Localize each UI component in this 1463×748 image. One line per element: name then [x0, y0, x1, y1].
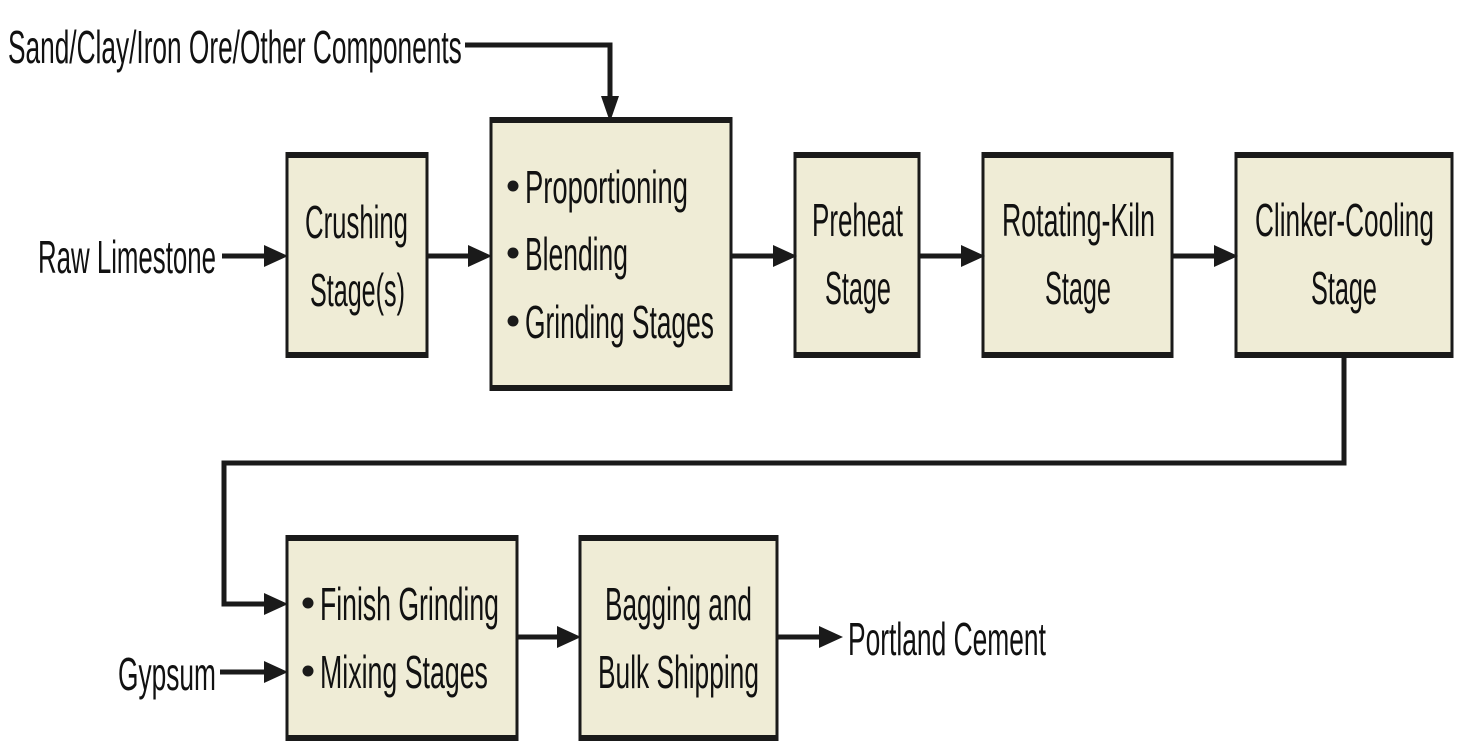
stage-rotating-kiln: Rotating-Kiln Stage — [1002, 194, 1155, 313]
stage-label: Grinding Stages — [525, 296, 714, 348]
stage-label: Preheat — [812, 194, 903, 246]
arrowhead — [961, 245, 985, 267]
arrowhead — [468, 245, 492, 267]
stage-finish-grinding-mixing: Finish Grinding Mixing Stages — [302, 578, 499, 698]
stage-preheat: Preheat Stage — [812, 194, 903, 314]
stage-boxes — [285, 117, 1454, 741]
box-border — [285, 735, 519, 741]
box-border — [1234, 152, 1454, 158]
stage-label: Stage — [1045, 262, 1111, 314]
stage-label: Rotating-Kiln — [1002, 194, 1155, 245]
stage-label: Proportioning — [525, 163, 688, 214]
box-border — [489, 117, 733, 123]
stage-clinker-cooling: Clinker-Cooling Stage — [1255, 194, 1434, 314]
arrowhead — [264, 593, 288, 615]
box-crushing — [285, 153, 429, 357]
box-border — [489, 385, 733, 391]
arrowhead — [601, 96, 619, 122]
bullet — [507, 247, 519, 259]
connectors — [220, 42, 1347, 683]
stage-proportioning-blending-grinding: Proportioning Blending Grinding Stages — [507, 163, 714, 348]
connector-additives — [465, 42, 613, 100]
stage-label: Finish Grinding — [320, 578, 499, 629]
stage-label: Bulk Shipping — [598, 646, 759, 698]
bullet — [302, 665, 314, 677]
box-finish — [285, 536, 519, 740]
box-preheat — [793, 153, 921, 357]
arrowhead — [1214, 245, 1238, 267]
arrowhead — [819, 626, 843, 648]
arrowhead — [264, 245, 288, 267]
box-border — [793, 352, 921, 358]
stage-label: Bagging and — [605, 578, 752, 630]
output-portland-cement: Portland Cement — [848, 613, 1046, 665]
stage-label: Stage — [825, 262, 891, 314]
bullet — [302, 597, 314, 609]
stage-label: Clinker-Cooling — [1255, 194, 1434, 246]
box-border — [981, 152, 1174, 158]
stage-label: Mixing Stages — [320, 646, 488, 697]
box-prep — [489, 118, 733, 390]
box-border — [981, 352, 1174, 358]
stage-crushing: Crushing Stage(s) — [305, 196, 408, 316]
input-additives: Sand/Clay/Iron Ore/Other Components — [8, 21, 462, 73]
stage-label: Stage(s) — [310, 264, 405, 316]
arrowhead — [773, 245, 797, 267]
box-border — [285, 352, 429, 358]
box-border — [285, 152, 429, 158]
input-raw-limestone: Raw Limestone — [38, 231, 216, 283]
box-border — [578, 735, 779, 741]
bullet — [507, 180, 519, 192]
arrowhead — [264, 661, 288, 683]
box-border — [793, 152, 921, 158]
box-bagging — [578, 536, 779, 740]
box-cooling — [1234, 153, 1454, 357]
box-border — [285, 535, 519, 541]
box-border — [578, 535, 779, 541]
connector-clinker-return — [221, 355, 1347, 607]
input-gypsum: Gypsum — [118, 648, 216, 700]
stage-label: Blending — [525, 228, 628, 279]
arrowhead — [557, 626, 581, 648]
stage-label: Stage — [1311, 262, 1377, 314]
box-kiln — [981, 153, 1174, 357]
bullet — [507, 315, 519, 327]
stage-label: Crushing — [305, 196, 408, 248]
stage-bagging-shipping: Bagging and Bulk Shipping — [598, 578, 759, 698]
